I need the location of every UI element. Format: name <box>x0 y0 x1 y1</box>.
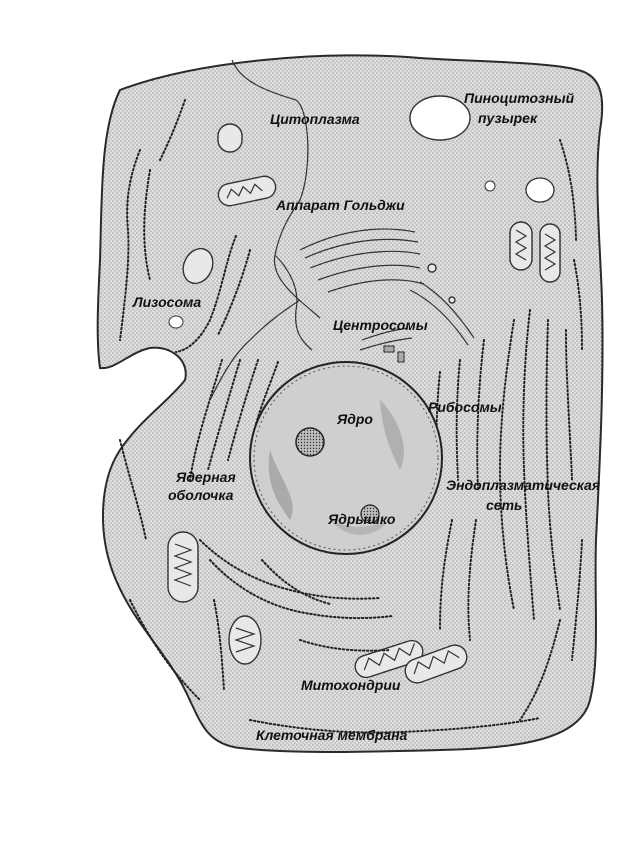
label-nuclear-envelope-2: оболочка <box>168 487 234 503</box>
label-ribosomes: Рибосомы <box>428 399 502 415</box>
label-nucleolus: Ядрышко <box>327 511 396 527</box>
label-nucleus: Ядро <box>336 411 373 427</box>
label-centrosomes: Центросомы <box>333 317 428 333</box>
label-er-1: Эндоплазматическая <box>446 477 600 493</box>
label-nuclear-envelope-1: Ядерная <box>175 469 236 485</box>
label-mitochondria: Митохондрии <box>301 677 401 693</box>
label-lysosome: Лизосома <box>132 294 201 310</box>
label-golgi: Аппарат Гольджи <box>275 197 405 213</box>
label-pinocytic-vesicle-1: Пиноцитозный <box>464 90 575 106</box>
label-cell-membrane: Клеточная мембрана <box>256 727 408 743</box>
label-er-2: сеть <box>486 497 522 513</box>
nucleolus <box>296 428 324 456</box>
label-pinocytic-vesicle-2: пузырек <box>478 110 538 126</box>
label-cytoplasm: Цитоплазма <box>270 111 360 127</box>
